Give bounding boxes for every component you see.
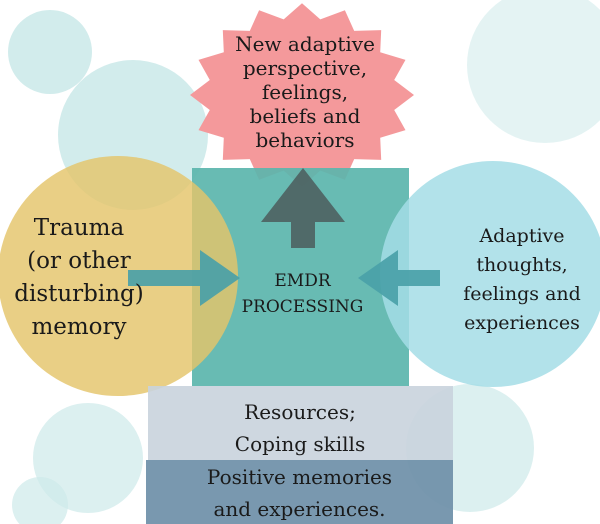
right-circle-label: Adaptive thoughts, feelings and experien…: [463, 225, 581, 334]
left-arrow-icon: [358, 250, 440, 306]
right-circle-shape: [380, 161, 600, 387]
resources-bar-label: Resources; Coping skills: [234, 400, 366, 456]
starburst-shape: [190, 3, 414, 187]
up-arrow-icon: [261, 168, 345, 248]
bubble-bottom-left: [33, 403, 143, 513]
left-circle-label: Trauma (or other disturbing) memory: [14, 215, 144, 340]
top-burst-label: New adaptive perspective, feelings, beli…: [235, 32, 375, 152]
left-circle-shape: [0, 156, 238, 396]
bubble-bottom-corner: [12, 477, 68, 524]
bubble-top-right: [467, 0, 600, 143]
resources-bar-shape: [148, 386, 453, 460]
right-arrow-icon: [128, 250, 240, 306]
center-box-label: EMDR PROCESSING: [241, 271, 364, 317]
positive-bar-label: Positive memories and experiences.: [206, 465, 393, 521]
bubble-top-left: [8, 10, 92, 94]
positive-bar-shape: [146, 460, 453, 524]
